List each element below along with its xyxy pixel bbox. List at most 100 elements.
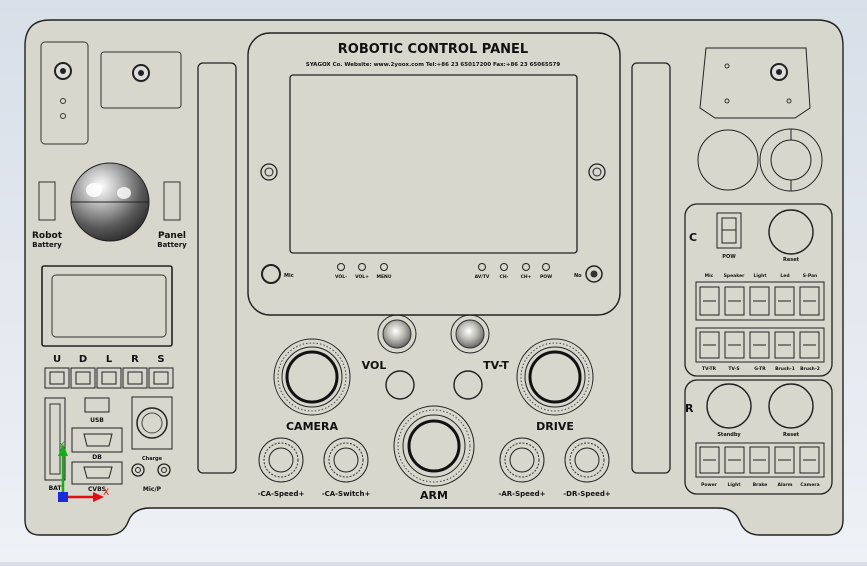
pow-switch-frame [716, 212, 742, 249]
c-row2-frame [695, 327, 825, 363]
db-connector[interactable] [83, 433, 113, 447]
left-glow-button[interactable] [377, 314, 417, 354]
key-label: U [53, 354, 61, 365]
led-pow[interactable] [542, 263, 550, 271]
left-top-plate [100, 51, 182, 109]
tvt-button[interactable] [453, 370, 483, 400]
arm-joystick[interactable] [393, 405, 475, 487]
panel-battery-label: Battery [157, 241, 187, 249]
right-screw-icon [588, 163, 606, 181]
led-label: CH+ [521, 274, 532, 280]
c-row2-label: Brush-2 [800, 366, 820, 372]
standby-button[interactable] [706, 383, 752, 429]
bat-label: BAT [49, 485, 63, 492]
charge-jack[interactable] [131, 463, 145, 477]
tvt-label: TV-T [483, 359, 509, 372]
main-display [289, 74, 578, 254]
bat-slot-frame [44, 397, 66, 481]
key-l[interactable] [96, 367, 122, 389]
r-row-switches [699, 446, 820, 474]
toggle-switch[interactable] [749, 446, 770, 474]
r-reset-button[interactable] [768, 383, 814, 429]
left-round-button[interactable] [136, 407, 168, 439]
drive-joystick[interactable] [516, 338, 594, 416]
c-group-label: C [689, 231, 697, 244]
toggle-switch[interactable] [699, 331, 720, 359]
toggle-switch[interactable] [749, 286, 770, 316]
led-avtv[interactable] [478, 263, 486, 271]
c-reset-button[interactable] [768, 209, 814, 255]
db-connector-frame [71, 427, 123, 453]
arm-label: ARM [420, 489, 448, 502]
camera-joystick[interactable] [273, 338, 351, 416]
screen-right-button[interactable] [585, 265, 603, 283]
led-ch-minus[interactable] [500, 263, 508, 271]
knob-label: -CA-Switch+ [322, 490, 371, 498]
key-u[interactable] [44, 367, 70, 389]
mic-button[interactable] [261, 264, 281, 284]
bat-slot [49, 403, 61, 475]
c-group-frame [684, 203, 833, 377]
dr-speed-knob[interactable] [564, 437, 610, 483]
robot-battery-label: Battery [32, 241, 62, 249]
usb-port[interactable] [84, 397, 110, 413]
led-vol-plus[interactable] [358, 263, 366, 271]
toggle-switch[interactable] [699, 446, 720, 474]
c-row2-label: Brush-1 [775, 366, 795, 372]
toggle-switch[interactable] [724, 446, 745, 474]
led-vol-minus[interactable] [337, 263, 345, 271]
r-group-label: R [685, 402, 694, 415]
key-label: S [157, 354, 164, 365]
toggle-switch[interactable] [799, 446, 820, 474]
udlrs-keypad [44, 367, 174, 389]
toggle-switch[interactable] [724, 286, 745, 316]
c-row1-label: Led [780, 273, 789, 279]
knob-label: -CA-Speed+ [258, 490, 305, 498]
vol-button[interactable] [385, 370, 415, 400]
ca-switch-knob[interactable] [323, 437, 369, 483]
key-label: L [106, 354, 113, 365]
left-lcd-frame [41, 265, 173, 347]
c-row2-label: G-TR [754, 366, 766, 372]
toggle-switch[interactable] [749, 331, 770, 359]
left-screw-icon [260, 163, 278, 181]
key-s[interactable] [148, 367, 174, 389]
knob-label: -DR-Speed+ [563, 490, 611, 498]
key-label: R [131, 354, 139, 365]
toggle-switch[interactable] [774, 286, 795, 316]
left-column: Robot Battery Panel Battery U D L R S [32, 41, 187, 493]
panel-title: ROBOTIC CONTROL PANEL [338, 42, 528, 57]
charge-label: Charge [142, 456, 163, 462]
mic-jack[interactable] [157, 463, 171, 477]
right-top-plate [699, 47, 811, 119]
toggle-switch[interactable] [774, 446, 795, 474]
ca-speed-knob[interactable] [258, 437, 304, 483]
key-label: D [79, 354, 87, 365]
toggle-switch[interactable] [724, 331, 745, 359]
c-row1-frame [695, 281, 825, 321]
led-menu[interactable] [380, 263, 388, 271]
y-axis-label: Y [58, 441, 65, 451]
axis-origin [58, 492, 68, 502]
led-ch-plus[interactable] [522, 263, 530, 271]
left-bracket-hole [60, 113, 66, 119]
screen-panel-frame [247, 32, 621, 316]
right-glow-button[interactable] [450, 314, 490, 354]
key-d[interactable] [70, 367, 96, 389]
toggle-switch[interactable] [799, 331, 820, 359]
key-r[interactable] [122, 367, 148, 389]
led-label: POW [540, 274, 552, 280]
left-bracket-hole [60, 98, 66, 104]
cvbs-connector[interactable] [83, 466, 113, 479]
toggle-switch[interactable] [774, 331, 795, 359]
r-row-label: Power [701, 482, 718, 488]
ar-speed-knob[interactable] [499, 437, 545, 483]
r-row-label: Brake [753, 482, 768, 488]
knob-label: -AR-Speed+ [498, 490, 545, 498]
r-row-frame [695, 442, 825, 478]
right-column: C POW Reset Mic Speaker Light Led S-Pan … [684, 47, 833, 495]
toggle-switch[interactable] [799, 286, 820, 316]
toggle-switch[interactable] [699, 286, 720, 316]
